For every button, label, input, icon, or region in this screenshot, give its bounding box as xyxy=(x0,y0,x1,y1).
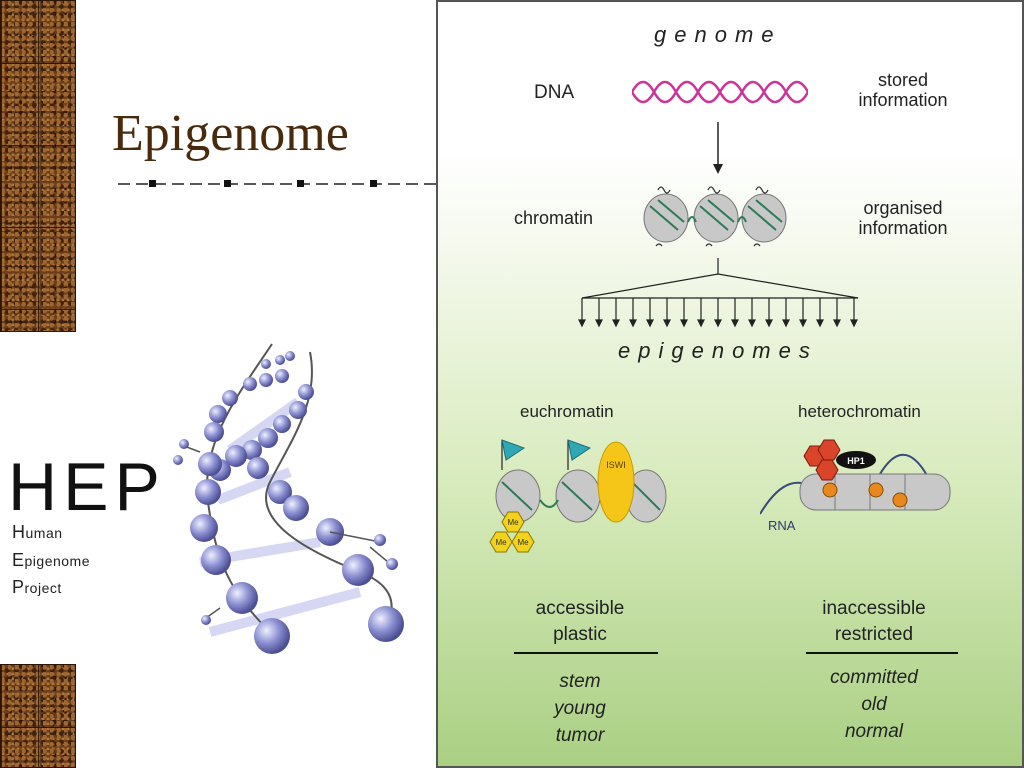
heterochromatin-label: heterochromatin xyxy=(798,402,921,421)
rna-label: RNA xyxy=(768,518,796,533)
chromatin-label: chromatin xyxy=(514,208,594,228)
cork-texture-bottom xyxy=(0,664,76,768)
hep-line-project: Project xyxy=(12,577,62,597)
euchromatin-illustration: ISWI Me Me Me xyxy=(489,439,667,553)
epigenomes-label: epigenomes xyxy=(618,338,818,363)
dna-helix-illustration xyxy=(173,343,404,654)
slide-title: Epigenome xyxy=(112,105,349,162)
dna-strand-icon xyxy=(632,80,808,104)
iswi-label: ISWI xyxy=(606,460,626,470)
cork-texture-top xyxy=(0,0,76,332)
branching-arrows-icon xyxy=(578,258,859,328)
me-mark-label: Me xyxy=(495,538,507,547)
left-divider xyxy=(514,652,658,654)
chromatin-nucleosomes-icon xyxy=(643,186,787,247)
genome-label: genome xyxy=(654,22,782,47)
hep-acronym: HEP xyxy=(8,449,166,525)
heterochromatin-illustration: HP1 xyxy=(760,439,951,515)
title-divider xyxy=(118,180,438,187)
hp1-label: HP1 xyxy=(847,456,865,466)
down-arrow-icon xyxy=(713,122,723,174)
hep-line-epigenome: Epigenome xyxy=(12,550,91,570)
me-mark-label: Me xyxy=(517,538,529,547)
euchromatin-label: euchromatin xyxy=(520,402,614,421)
me-mark-label: Me xyxy=(507,518,519,527)
hep-line-human: Human xyxy=(12,522,63,542)
dna-label: DNA xyxy=(534,82,575,103)
right-divider xyxy=(806,652,958,654)
